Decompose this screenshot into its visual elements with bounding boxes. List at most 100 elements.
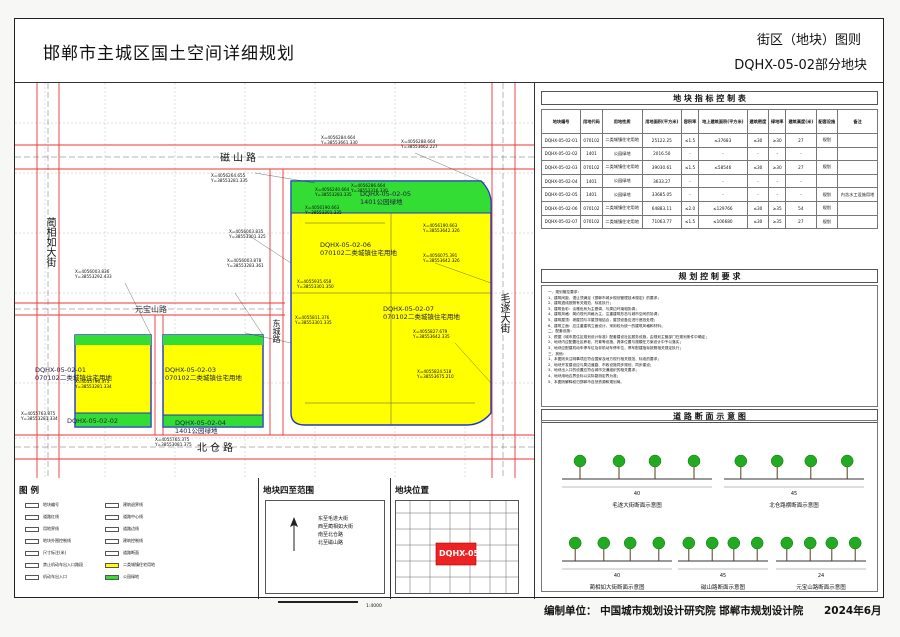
requirement-line: 2、地块内应配置社区养老、托育等设施，具体位置与规模在方案设计中予以落实； [548, 340, 684, 345]
legend-label: 二类城镇住宅用地 [123, 562, 155, 567]
coord-y: Y=38553081.375 [155, 442, 192, 447]
parcel-green-04[interactable] [162, 414, 264, 428]
legend-item: 尺寸标注(米) [25, 550, 66, 556]
coord-x: X=4056003.836 [75, 269, 110, 274]
parcel-green-02[interactable] [74, 412, 152, 428]
legend-item: 道路红线 [25, 514, 59, 520]
table-cell: 内含水工设施用地 [837, 187, 878, 202]
index-table: 地块编号用地代码用地性质用地面积(平方米)容积率地上建筑面积(平方米)建筑密度绿… [540, 109, 878, 230]
tree-icon [612, 454, 626, 468]
tree-icon [687, 454, 701, 468]
legend-label: 地块外围控制线 [43, 538, 71, 543]
coord-y: Y=38553301.335 [295, 320, 332, 325]
requirement-line: 3、建筑色彩：淡雅色系为主基调，与周边环境相协调； [548, 306, 639, 311]
legend-label: 公园绿地 [123, 574, 139, 579]
location-label: DQHX-05 [439, 549, 480, 558]
table-cell: 二类城镇住宅用地 [601, 214, 643, 230]
parcel-label-07: DQHX-05-02-07 070102二类城镇住宅用地 [383, 305, 460, 321]
table-cell: DQHX-05-02-03 [540, 160, 582, 175]
table-cell: ≤30 [746, 133, 770, 148]
table-cell: 公园绿地 [601, 173, 643, 189]
road-section-caption: 北仓路横断面示意图 [769, 501, 819, 509]
legend-item: 建筑退界线 [105, 502, 143, 508]
legend-label: 地块编号 [43, 502, 59, 507]
table-cell: 规划 [815, 160, 839, 175]
table-cell: ≥30 [768, 133, 787, 148]
tree-icon [568, 536, 582, 550]
coord-y: Y=38553642.326 [423, 228, 460, 233]
range-box: 东至毛遂大街 西至蔺相如大街 南至北仓路 北至磁山路 1:4000 [265, 500, 385, 609]
range-west: 西至蔺相如大街 [318, 524, 354, 530]
range-title: 地块四至范围 [263, 486, 315, 496]
tree-icon [648, 454, 662, 468]
coord-y: Y=38553316.330 [351, 188, 388, 193]
index-table-header: 地块编号 [540, 109, 582, 134]
table-cell: DQHX-05-02-06 [540, 200, 582, 216]
table-cell: DQHX-05-02-04 [540, 173, 582, 189]
legend-title: 图 例 [19, 486, 39, 496]
legend-label: 尺寸标注(米) [43, 550, 67, 555]
table-cell: 25122.25 [641, 133, 683, 148]
table-cell: ≤30 [746, 214, 770, 230]
table-cell: - [785, 173, 817, 189]
coord-x: X=4056190.663 [305, 205, 340, 210]
tree-icon [780, 536, 794, 550]
table-cell: 2016.50 [641, 146, 683, 162]
table-cell: - [681, 146, 700, 162]
table-cell [815, 173, 839, 189]
table-cell: - [746, 173, 770, 189]
legend-item: 禁止机动车出入口路段 [25, 562, 83, 568]
coord-y: Y=38553281.335 [211, 178, 248, 183]
table-cell: - [698, 187, 748, 202]
table-cell: DQHX-05-02-05 [540, 187, 582, 202]
coord-x: X=4055763.875 [21, 411, 56, 416]
legend-swatch [25, 538, 39, 544]
tree-icon [623, 536, 637, 550]
tree-icon [573, 454, 587, 468]
legend-swatch [25, 562, 39, 568]
location-map: DQHX-05 [395, 500, 519, 594]
legend-swatch [25, 526, 39, 532]
legend-label: 道路断面 [123, 550, 139, 555]
range-south: 南至北仓路 [318, 532, 344, 538]
coord-y: Y=38553301.335 [305, 210, 342, 215]
requirement-line: 1、根据《城市居住区规划设计标准》配套建设社区服务设施，由规划主管部门在规划条件… [548, 334, 709, 339]
table-cell: 二类城镇住宅用地 [601, 200, 643, 216]
table-cell: ≥30 [768, 160, 787, 175]
parcel-map[interactable]: 磁山路 蔺相如大街 毛遂大街 北仓路 元宝山路 东城路 DQHX-05-02-0… [15, 83, 535, 478]
table-cell: DQHX-05-02-02 [540, 146, 582, 162]
drawing-sheet: 邯郸市主城区国土空间详细规划 街区（地块）图则 DQHX-05-02部分地块 [14, 18, 884, 609]
range-north: 北至磁山路 [318, 540, 344, 546]
legend-swatch [105, 502, 119, 508]
requirements-text: 一、规划管控要求：1、建筑间距、退让须满足《邯郸市城乡规划管理技术规定》的要求；… [541, 285, 878, 407]
parcel-green-05[interactable] [290, 180, 492, 214]
legend-item: 建筑控制线 [105, 538, 143, 544]
table-cell: 71063.77 [641, 214, 683, 230]
location-panel: 地块位置 DQHX-05 [391, 478, 535, 599]
table-cell: 规划 [815, 133, 839, 148]
coord-y: Y=38553292.433 [75, 274, 112, 279]
table-cell: - [768, 187, 787, 202]
tree-icon [734, 454, 748, 468]
table-cell: ≤129766 [698, 200, 748, 216]
coord-x: X=4055827.679 [413, 329, 448, 334]
road-label-south: 北仓路 [197, 443, 236, 454]
title-block: 邯郸市主城区国土空间详细规划 街区（地块）图则 DQHX-05-02部分地块 [15, 19, 883, 83]
road-width-label: 24 [818, 573, 824, 579]
legend-item: 道路边线 [105, 526, 139, 532]
table-cell: 54 [785, 200, 817, 216]
table-cell: ≤58546 [698, 160, 748, 175]
index-table-header: 用地面积(平方米) [641, 109, 683, 134]
road-section-caption: 蔺相如大街断面示意图 [589, 583, 645, 591]
road-section-title: 道 路 断 面 示 意 图 [541, 409, 878, 423]
table-cell: 规划 [815, 187, 839, 202]
